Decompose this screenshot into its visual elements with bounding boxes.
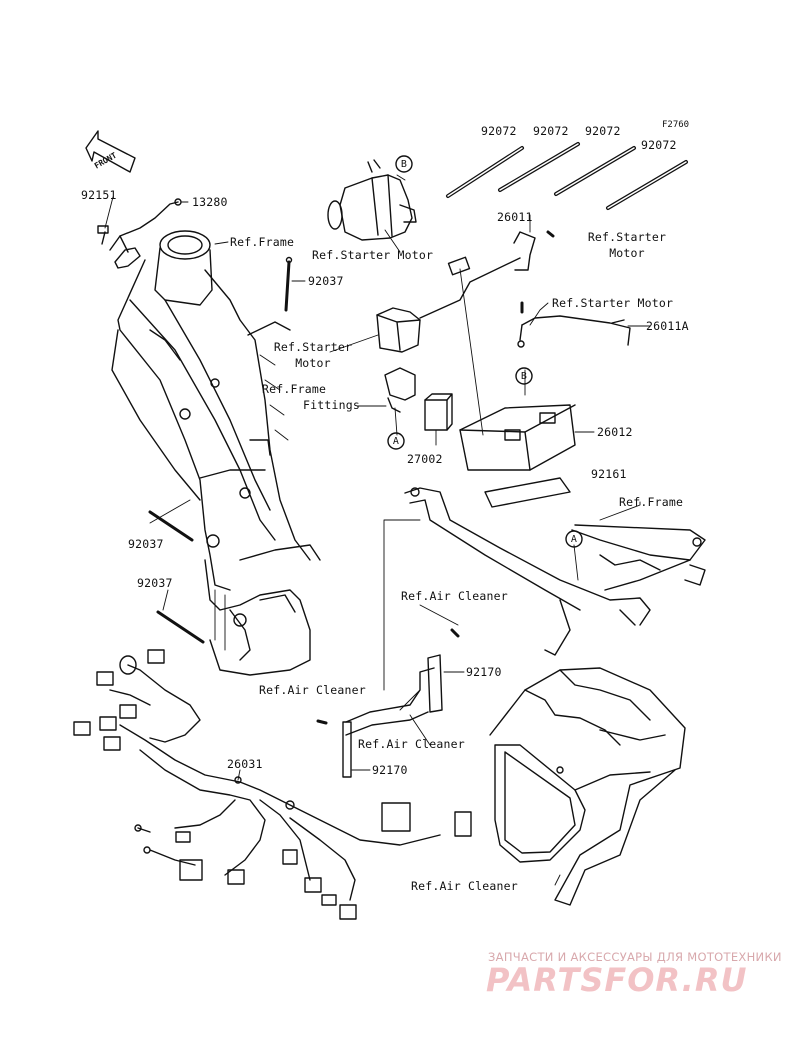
watermark-tagline: ЗАПЧАСТИ И АКСЕССУАРЫ ДЛЯ МОТОТЕХНИКИ — [488, 950, 782, 964]
ref-starter-motor-right: Ref.Starter Motor — [572, 231, 682, 260]
battery-cable — [513, 230, 631, 348]
callout-92072: 92072 — [585, 124, 621, 138]
bracket-13280 — [97, 198, 182, 269]
callout-92037: 92037 — [137, 576, 173, 590]
ref-starter-motor: Ref.Starter Motor — [552, 296, 674, 310]
marker-b-letter: B — [520, 371, 528, 382]
marker-b-mid — [515, 367, 533, 385]
ref-air-cleaner: Ref.Air Cleaner — [411, 879, 518, 893]
callout-26012: 26012 — [597, 425, 633, 439]
marker-a-letter: A — [570, 534, 578, 545]
callout-92072: 92072 — [481, 124, 517, 138]
battery — [459, 404, 576, 508]
frame-drawing — [111, 230, 321, 676]
air-cleaner-bracket — [316, 628, 460, 778]
callout-92161: 92161 — [591, 467, 627, 481]
ref-frame: Ref.Frame — [619, 495, 684, 509]
callout-92037: 92037 — [308, 274, 344, 288]
marker-a-right — [565, 530, 583, 548]
leader-lines — [104, 174, 651, 886]
relay-bracket — [384, 367, 453, 431]
marker-b-letter: B — [400, 159, 408, 170]
callout-92151: 92151 — [81, 188, 117, 202]
callout-92170: 92170 — [372, 763, 408, 777]
strap-92037 — [148, 256, 293, 644]
ref-air-cleaner: Ref.Air Cleaner — [358, 737, 465, 751]
battery-holder — [404, 487, 706, 656]
callout-27002: 27002 — [407, 452, 443, 466]
ref-starter-line2: Motor — [609, 246, 645, 260]
callout-92072: 92072 — [533, 124, 569, 138]
callout-92037: 92037 — [128, 537, 164, 551]
cable-ties-92072 — [446, 142, 688, 210]
ref-frame-line1: Ref.Frame — [262, 382, 327, 396]
ref-starter-line1: Ref.Starter — [587, 230, 667, 244]
starter-motor — [327, 159, 417, 241]
callout-26031: 26031 — [227, 757, 263, 771]
ref-starter-line1: Ref.Starter — [273, 340, 353, 354]
ref-air-cleaner: Ref.Air Cleaner — [401, 589, 508, 603]
callout-26011a: 26011A — [646, 319, 689, 333]
callout-92072: 92072 — [641, 138, 677, 152]
ref-frame-line2: Fittings — [303, 398, 360, 412]
marker-a-left — [387, 432, 405, 450]
marker-b-top — [395, 155, 413, 173]
ref-air-cleaner: Ref.Air Cleaner — [259, 683, 366, 697]
wiring-harness — [73, 649, 472, 920]
ref-frame: Ref.Frame — [230, 235, 295, 249]
figure-code: F2760 — [662, 120, 690, 130]
callout-26011: 26011 — [497, 210, 533, 224]
ref-frame-fittings: Ref.Frame Fittings — [262, 383, 360, 412]
callout-92170: 92170 — [466, 665, 502, 679]
ref-starter-motor-left: Ref.Starter Motor — [264, 341, 362, 370]
ref-starter-line2: Motor — [295, 356, 331, 370]
callout-13280: 13280 — [192, 195, 228, 209]
front-arrow-icon — [85, 130, 136, 173]
watermark-logo: PARTSFOR.RU — [486, 961, 748, 999]
ref-starter-motor: Ref.Starter Motor — [312, 248, 434, 262]
starter-relay — [376, 256, 521, 353]
marker-a-letter: A — [392, 436, 400, 447]
air-cleaner-housing — [489, 667, 686, 906]
